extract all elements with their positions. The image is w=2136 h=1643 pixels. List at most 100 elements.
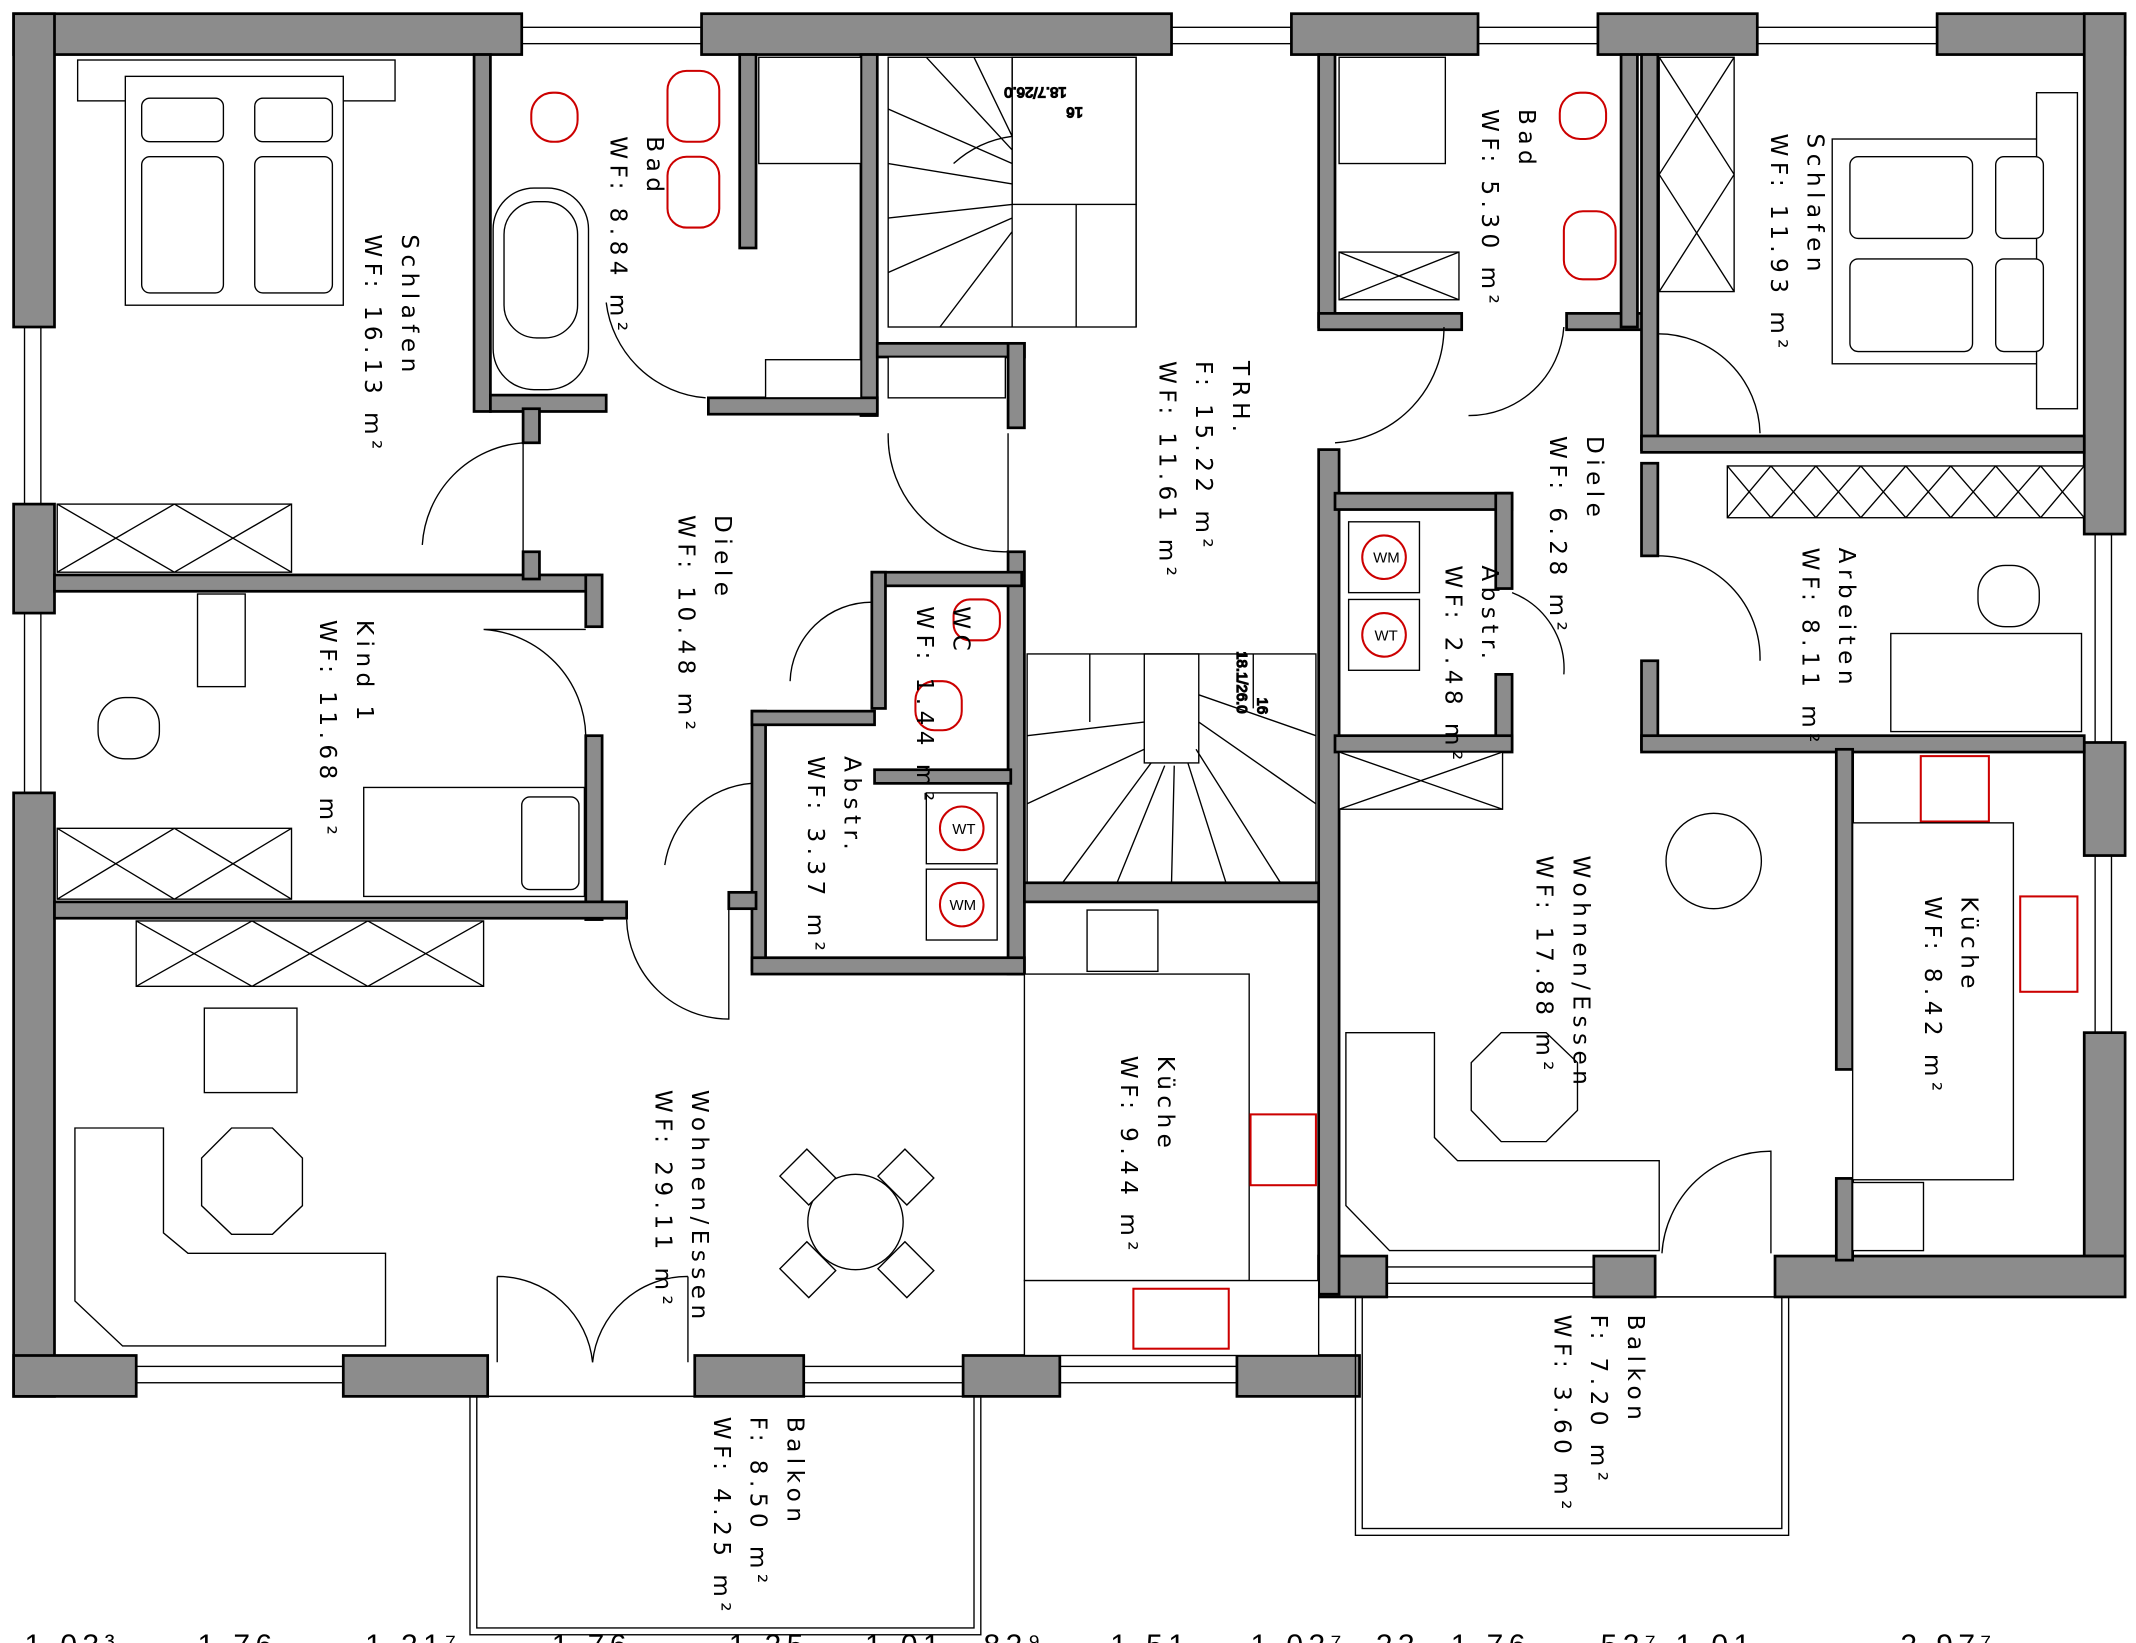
- dimension-value: 1.02⁷: [1251, 1629, 1347, 1643]
- room-area-f: F: 7.20 m²: [1585, 1315, 1611, 1487]
- room-label: TRH. F: 15.22 m² WF: 11.61 m²: [1153, 360, 1253, 581]
- windows: [23, 26, 2113, 1384]
- room-label: Küche WF: 9.44 m²: [1115, 1056, 1178, 1256]
- room-label: Balkon F: 8.50 m² WF: 4.25 m²: [708, 1417, 808, 1617]
- room-area-wf: WF: 3.37 m²: [802, 756, 828, 956]
- room-name: Küche: [1152, 1056, 1178, 1154]
- dimension-value: 1.25: [729, 1629, 809, 1643]
- dimension-value: 1.76: [552, 1629, 632, 1643]
- dimension-value: 1.01: [1676, 1629, 1756, 1643]
- dimension-value: 2.97⁷: [1900, 1629, 1996, 1643]
- room-label: Kind 1 WF: 11.68 m²: [314, 620, 377, 840]
- room-name: Wohnen/Essen: [1567, 856, 1593, 1091]
- room-name: Bad: [1513, 109, 1539, 170]
- room-name: Bad: [641, 136, 667, 197]
- desk: [1890, 632, 2083, 733]
- appliances: WM WT WT WM: [925, 521, 1421, 941]
- room-name: TRH.: [1227, 360, 1253, 437]
- stair-upper-ratio: 18.7/26.0: [1004, 83, 1066, 100]
- dining-table: [1665, 812, 1763, 910]
- doors: [421, 302, 1963, 1363]
- room-name: Balkon: [781, 1417, 807, 1528]
- room-name: Balkon: [1622, 1315, 1648, 1426]
- armchair: [203, 1007, 298, 1094]
- room-name: Diele: [1581, 436, 1607, 522]
- room-label: Schlafen WF: 16.13 m²: [359, 234, 422, 454]
- stair-lower-count: 16: [1253, 698, 1270, 715]
- wardrobe: [56, 503, 293, 573]
- room-name: Diele: [709, 515, 735, 601]
- room-name: WC: [948, 606, 974, 656]
- room-name: Küche: [1956, 896, 1982, 994]
- room-area-wf: WF: 2.48 m²: [1439, 565, 1465, 765]
- dimension-value: 23: [1376, 1629, 1420, 1643]
- room-area-wf: WF: 17.88 m²: [1531, 856, 1557, 1076]
- room-area-wf: WF: 16.13 m²: [359, 234, 385, 454]
- walls: [12, 12, 2127, 1398]
- dimension-value: 1.03³: [25, 1629, 121, 1643]
- room-area-wf: WF: 3.60 m²: [1548, 1315, 1574, 1515]
- room-area-wf: WF: 9.44 m²: [1115, 1056, 1141, 1256]
- furniture: [56, 56, 2085, 1357]
- room-label: Diele WF: 10.48 m²: [672, 515, 735, 735]
- dimension-value: 1.51: [1110, 1629, 1190, 1643]
- dimension-value: 1.21⁷: [365, 1629, 461, 1643]
- stair-lower-ratio: 18.1/26.0: [1233, 651, 1250, 713]
- room-area-wf: WF: 11.93 m²: [1765, 134, 1791, 354]
- dimension-value: 1.76: [1451, 1629, 1531, 1643]
- room-area-wf: WF: 8.42 m²: [1919, 896, 1945, 1096]
- dimension-value: 1.01: [865, 1629, 945, 1643]
- room-area-f: F: 15.22 m²: [1190, 361, 1216, 553]
- room-name: Arbeiten: [1833, 548, 1859, 690]
- sink: [666, 155, 721, 229]
- room-label: Schlafen WF: 11.93 m²: [1765, 134, 1828, 354]
- room-area-wf: WF: 29.11 m²: [649, 1090, 675, 1310]
- room-name: Abstr.: [839, 756, 865, 855]
- dimension-value: 1.76: [198, 1629, 278, 1643]
- room-area-wf: WF: 11.68 m²: [314, 620, 340, 840]
- stair-upper-count: 16: [1066, 104, 1083, 121]
- toilet: [530, 91, 579, 143]
- dryer-label: WT: [1375, 627, 1398, 644]
- balconies: [469, 1296, 1790, 1636]
- shower: [1338, 56, 1447, 165]
- room-name: Schlafen: [396, 234, 422, 377]
- dining-table: [807, 1173, 904, 1271]
- room-area-wf: WF: 6.28 m²: [1544, 436, 1570, 636]
- room-label: Wohnen/Essen WF: 17.88 m²: [1531, 856, 1594, 1091]
- room-label: Küche WF: 8.42 m²: [1919, 896, 1982, 1096]
- room-area-f: F: 8.50 m²: [745, 1417, 771, 1589]
- washer-label: WM: [949, 897, 976, 914]
- sink: [666, 69, 721, 143]
- room-name: Kind 1: [351, 620, 377, 726]
- dryer-label: WT: [952, 821, 975, 838]
- room-area-wf: WF: 5.30 m²: [1476, 109, 1502, 309]
- dimension-value: 52⁷: [1601, 1629, 1662, 1643]
- washer-label: WM: [1373, 550, 1400, 567]
- room-label: Wohnen/Essen WF: 29.11 m²: [649, 1090, 712, 1325]
- room-area-wf: WF: 4.25 m²: [708, 1417, 734, 1617]
- room-label: Diele WF: 6.28 m²: [1544, 436, 1607, 636]
- room-name: Schlafen: [1802, 134, 1828, 277]
- sofa: [74, 1127, 387, 1347]
- coffee-table: [200, 1127, 304, 1235]
- staircase: 16 18.1/26.0 18.7/26.0 16: [887, 56, 1317, 884]
- room-label: WC WF: 1.44 m²: [911, 606, 974, 806]
- room-name: Abstr.: [1476, 565, 1502, 664]
- sofa: [1345, 1031, 1660, 1252]
- room-area-wf: WF: 1.44 m²: [911, 606, 937, 806]
- shower: [758, 56, 862, 165]
- room-label: Abstr. WF: 3.37 m²: [802, 756, 865, 956]
- room-area-wf: WF: 11.61 m²: [1153, 361, 1179, 581]
- room-name: Wohnen/Essen: [686, 1090, 712, 1325]
- room-label: Abstr. WF: 2.48 m²: [1439, 565, 1502, 765]
- dimension-value: 82⁹: [984, 1629, 1046, 1643]
- room-label: Bad WF: 5.30 m²: [1476, 109, 1539, 309]
- room-area-wf: WF: 10.48 m²: [672, 515, 698, 735]
- dimension-chain: 1.03³ 1.76 1.21⁷ 1.76 1.25 1.01 82⁹ 1.51 1.02⁷ 23…: [25, 1629, 1996, 1643]
- room-label: Balkon F: 7.20 m² WF: 3.60 m²: [1548, 1315, 1648, 1515]
